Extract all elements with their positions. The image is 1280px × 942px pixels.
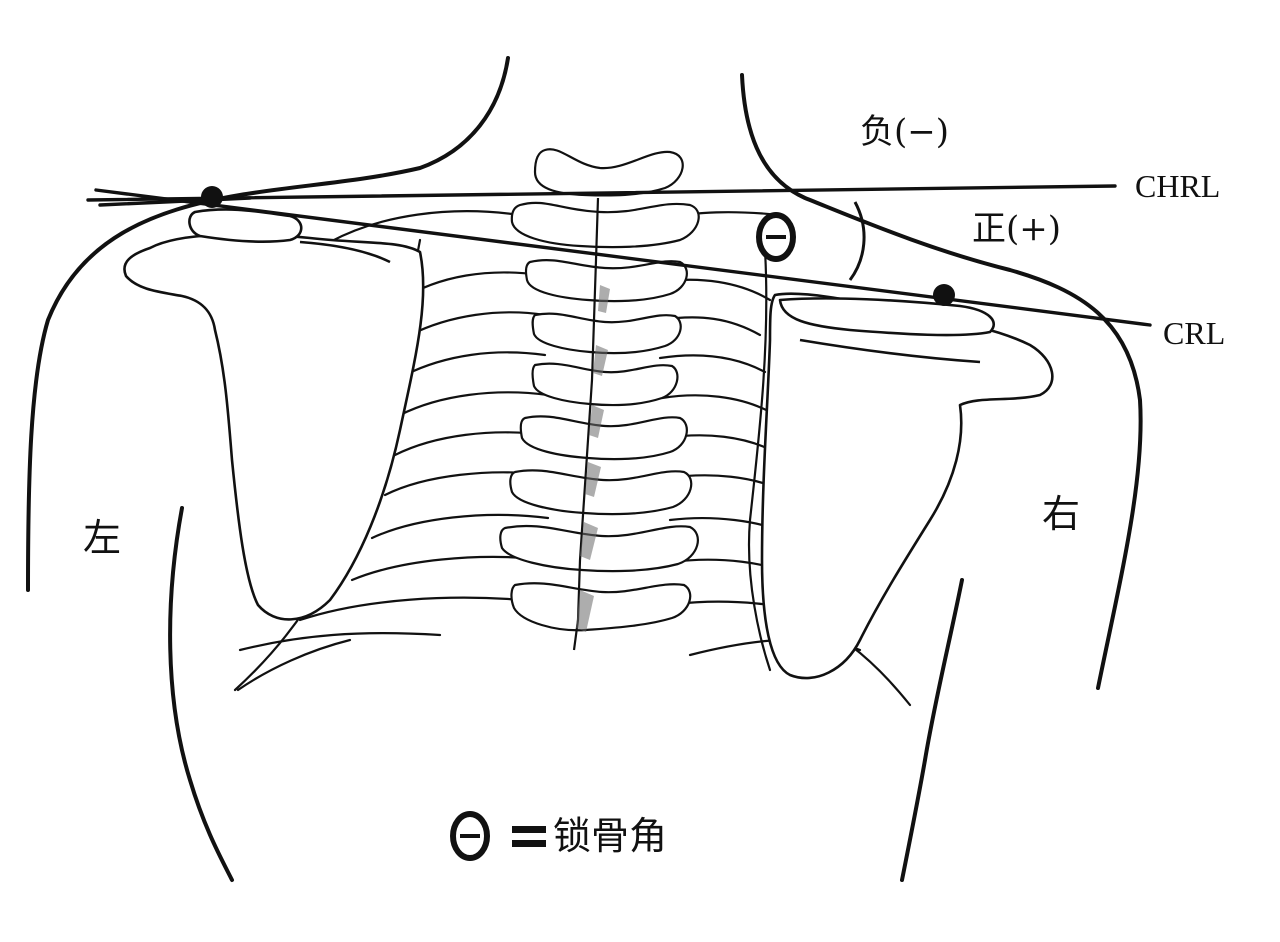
crl-label: CRL [1163, 315, 1225, 351]
spine-shading [576, 285, 610, 632]
legend-equals-sign [512, 826, 546, 847]
theta-marker [756, 212, 796, 262]
right-acromion [778, 297, 996, 337]
equals-bar-top [512, 826, 546, 833]
legend: 锁骨角 [450, 811, 667, 861]
rib-cage [233, 210, 912, 707]
chrl-label: CHRL [1135, 168, 1220, 204]
rib-5 [398, 391, 772, 417]
vertebra-t7 [499, 524, 699, 573]
reference-lines [86, 184, 1152, 327]
shade-2 [593, 345, 608, 376]
crl-line-secondary [98, 196, 252, 207]
right-scapula-body [760, 292, 1054, 680]
right-torso-side [900, 578, 964, 882]
positive-label: 正(+) [972, 209, 1061, 249]
vertebra-t8 [510, 582, 692, 632]
right-side-label: 右 [1042, 492, 1080, 536]
rib-cage-right-edge [747, 248, 772, 672]
left-scapula-body [123, 233, 425, 621]
vertebra-t2 [524, 259, 688, 303]
legend-text: 锁骨角 [553, 814, 667, 858]
rib-12 [236, 638, 912, 707]
vertebra-t3 [531, 312, 682, 355]
vertebra-t6 [509, 469, 693, 516]
shade-4 [585, 462, 601, 497]
shade-1 [598, 285, 610, 313]
shade-5 [580, 522, 598, 560]
neck-right-contour [740, 73, 1143, 690]
right-scapula [760, 292, 1054, 680]
vertebra-t5 [519, 415, 688, 461]
vertebra-t4 [531, 362, 679, 407]
negative-label: 负(−) [860, 112, 949, 152]
left-torso-side [168, 506, 234, 882]
left-acromion-point [201, 186, 223, 208]
vertebra-t1 [510, 201, 700, 249]
left-side-label: 左 [83, 516, 121, 560]
right-scapular-spine [799, 338, 981, 364]
spine [499, 148, 700, 651]
rib-4 [403, 351, 767, 377]
chrl-line [86, 184, 1117, 202]
equals-bar-bottom [512, 840, 546, 847]
left-scapular-spine [299, 240, 391, 264]
spinous-process-line [572, 197, 600, 651]
crl-line [94, 188, 1152, 327]
shade-3 [589, 405, 604, 438]
right-acromion-point [933, 284, 955, 306]
vertebra-c7 [533, 148, 684, 197]
shade-6 [576, 590, 594, 632]
left-scapula [123, 208, 425, 621]
angle-arc [848, 201, 866, 281]
